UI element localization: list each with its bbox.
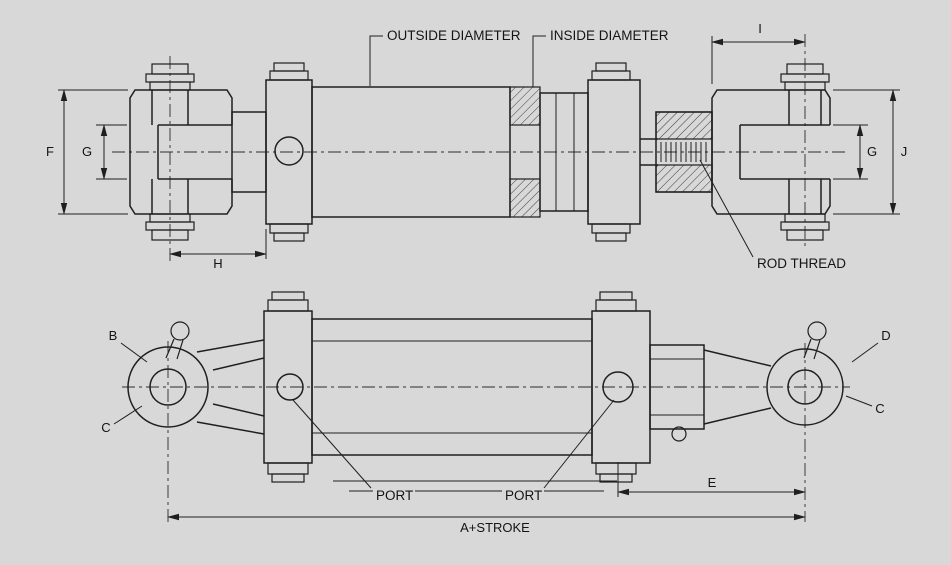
rod-thread-boss bbox=[655, 111, 713, 193]
dim-label-c-right: C bbox=[875, 401, 884, 416]
top-view: F G H I G J bbox=[46, 21, 907, 271]
dim-label-j: J bbox=[901, 144, 908, 159]
piston-rod bbox=[640, 138, 658, 166]
inside-diameter-label: INSIDE DIAMETER bbox=[550, 28, 669, 43]
right-clevis-eye bbox=[766, 348, 844, 426]
dim-E: E bbox=[617, 462, 806, 497]
port-left-label: PORT bbox=[376, 488, 413, 503]
head-end-plate bbox=[587, 62, 641, 242]
cylinder-tube bbox=[311, 86, 511, 218]
dim-label-h: H bbox=[213, 256, 222, 271]
dim-G-left: G bbox=[82, 124, 127, 180]
right-cotter-pin bbox=[803, 321, 827, 360]
callout-C-right: C bbox=[845, 395, 885, 416]
dim-label-d: D bbox=[881, 328, 890, 343]
dim-F: F bbox=[46, 89, 128, 215]
dim-A-stroke: A+STROKE bbox=[167, 513, 806, 535]
callout-port-left: PORT bbox=[292, 399, 415, 503]
callout-port-right: PORT bbox=[502, 399, 615, 503]
rod-thread-label: ROD THREAD bbox=[757, 256, 846, 271]
dim-label-i: I bbox=[758, 21, 762, 36]
port-right-label: PORT bbox=[505, 488, 542, 503]
port-circle-left bbox=[276, 373, 304, 401]
dim-I: I bbox=[711, 21, 806, 84]
rod-clevis-plan bbox=[649, 344, 772, 442]
dim-label-f: F bbox=[46, 144, 54, 159]
dim-label-g-left: G bbox=[82, 144, 92, 159]
dim-J: J bbox=[833, 89, 908, 215]
rod-thread-lines bbox=[660, 142, 707, 162]
centerlines-bottom bbox=[122, 341, 850, 522]
dim-G-right: G bbox=[833, 124, 877, 180]
callout-C-left: C bbox=[101, 405, 143, 435]
bottom-view: PORT PORT B C D C E bbox=[101, 291, 891, 535]
callout-inside-diameter: INSIDE DIAMETER bbox=[532, 28, 669, 87]
left-clevis-eye bbox=[127, 346, 209, 428]
dim-label-c-left: C bbox=[101, 420, 110, 435]
callout-outside-diameter: OUTSIDE DIAMETER bbox=[369, 28, 521, 86]
left-clevis-pin bbox=[145, 63, 195, 241]
left-clevis-arms bbox=[196, 339, 265, 435]
left-clevis-body bbox=[129, 89, 233, 215]
tongue-bushing-circle bbox=[274, 136, 304, 166]
outside-diameter-label: OUTSIDE DIAMETER bbox=[387, 28, 521, 43]
callout-B: B bbox=[109, 328, 148, 363]
centerlines-top bbox=[112, 34, 845, 261]
dim-label-a-stroke: A+STROKE bbox=[460, 520, 530, 535]
dim-label-b: B bbox=[109, 328, 118, 343]
dim-H: H bbox=[169, 229, 267, 271]
rod-clevis-body bbox=[711, 89, 831, 215]
callout-rod-thread: ROD THREAD bbox=[699, 159, 846, 271]
right-clevis-pin bbox=[780, 63, 830, 241]
grease-fitting-circle bbox=[671, 426, 687, 442]
left-cotter-pin bbox=[165, 321, 190, 360]
port-circle-right bbox=[602, 371, 634, 403]
tube-section bbox=[509, 86, 541, 218]
dim-label-g-right: G bbox=[867, 144, 877, 159]
callout-D: D bbox=[851, 328, 891, 363]
dim-label-e: E bbox=[708, 475, 717, 490]
